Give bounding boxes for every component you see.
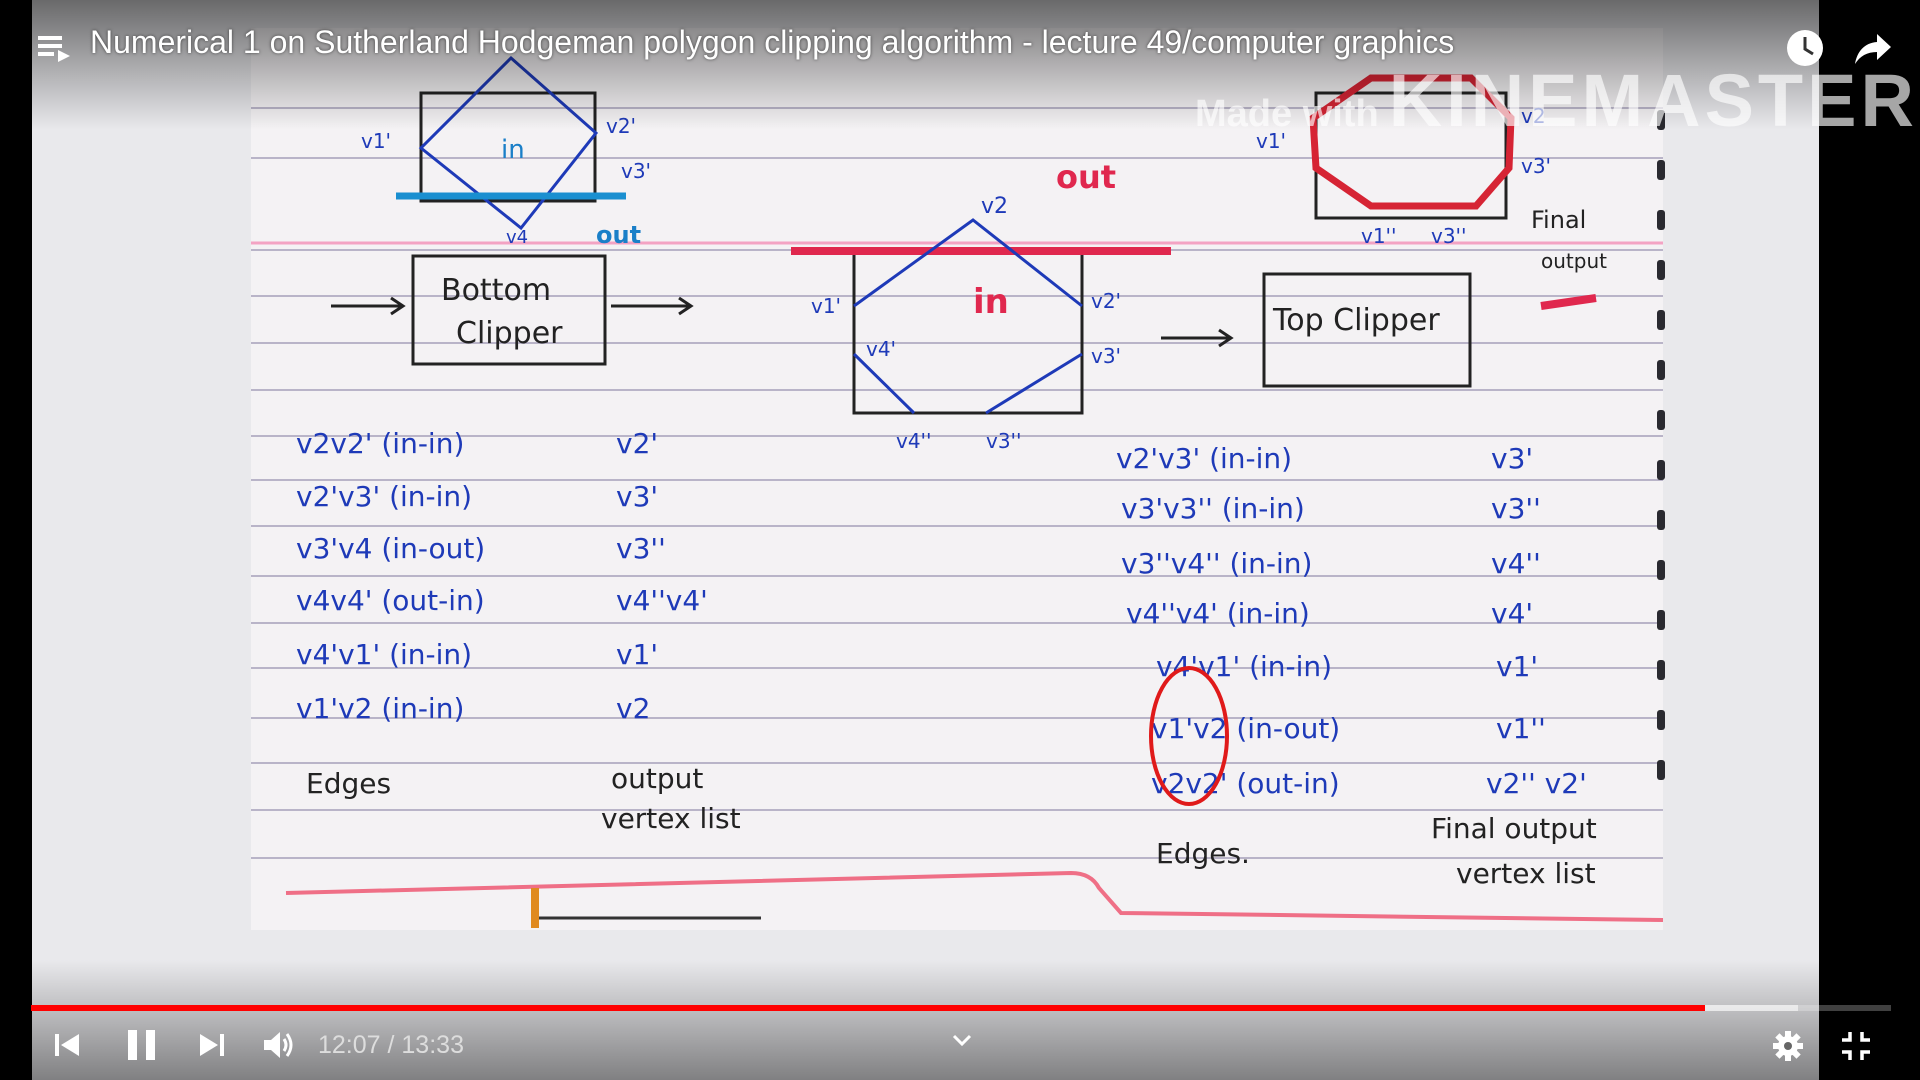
next-icon[interactable] xyxy=(197,1030,227,1060)
right-edge-table: v2'v3' (in-in) v3'v3'' (in-in) v3''v4'' … xyxy=(1116,442,1597,890)
left-vertexlist-label: vertex list xyxy=(601,802,741,835)
right-final-output-label: Final output xyxy=(1431,812,1597,845)
left-edge-row: v1'v2 (in-in) xyxy=(296,692,464,725)
left-v3-label: v3' xyxy=(621,159,651,183)
orange-mark xyxy=(531,888,539,928)
right-output-row: v4'' xyxy=(1491,547,1541,580)
right-v1-label: v1' xyxy=(1256,129,1286,153)
watermark-brand: KINEMASTER xyxy=(1388,59,1918,142)
top-clipper-label: Top Clipper xyxy=(1272,303,1440,338)
left-edge-row: v2v2' (in-in) xyxy=(296,427,464,460)
left-output-row: v4''v4' xyxy=(616,584,708,617)
middle-v4pp-label: v4'' xyxy=(896,429,932,453)
right-edge-row: v3''v4'' (in-in) xyxy=(1121,547,1312,580)
settings-icon[interactable] xyxy=(1772,1030,1804,1062)
right-edge-row: v2'v3' (in-in) xyxy=(1116,442,1292,475)
right-edge-row: v2v2' (out-in) xyxy=(1151,767,1340,800)
watermark-made-with: Made with xyxy=(1195,93,1379,135)
middle-v3pp-label: v3'' xyxy=(986,429,1022,453)
chevron-down-icon[interactable] xyxy=(950,1032,974,1048)
left-output-row: v2 xyxy=(616,692,650,725)
left-v2-label: v2' xyxy=(606,114,636,138)
right-output-row: v3' xyxy=(1491,442,1533,475)
watch-later-icon[interactable] xyxy=(1785,28,1825,68)
right-vb2-label: v3'' xyxy=(1431,224,1467,248)
right-edges-label: Edges. xyxy=(1156,837,1250,870)
right-output-row: v4' xyxy=(1491,597,1533,630)
bottom-clipper-line1: Bottom xyxy=(441,273,551,308)
left-output-row: v1' xyxy=(616,638,658,671)
middle-v4p-label: v4' xyxy=(866,337,896,361)
time-separator: / xyxy=(380,1031,402,1059)
right-edge-row: v1'v2 (in-out) xyxy=(1151,712,1340,745)
right-output-row: v2'' v2' xyxy=(1486,767,1587,800)
bottom-clipper-box: Bottom Clipper xyxy=(331,254,694,366)
left-edge-row: v3'v4 (in-out) xyxy=(296,532,485,565)
handwritten-notes: in out v1' v2' v3' v4 Bottom Clipper xyxy=(251,55,1663,928)
right-edge-row: v4'v1' (in-in) xyxy=(1156,650,1332,683)
right-output-label: output xyxy=(1541,249,1607,273)
time-display: 12:07 / 13:33 xyxy=(318,1031,464,1060)
right-vb1-label: v1'' xyxy=(1361,224,1397,248)
video-title[interactable]: Numerical 1 on Sutherland Hodgeman polyg… xyxy=(90,24,1455,60)
left-edge-row: v4'v1' (in-in) xyxy=(296,638,472,671)
middle-v2p-label: v2' xyxy=(1091,289,1121,313)
right-edge-row: v4''v4' (in-in) xyxy=(1126,597,1310,630)
video-frame[interactable]: in out v1' v2' v3' v4 Bottom Clipper xyxy=(32,0,1819,1080)
middle-out-label: out xyxy=(1056,158,1116,196)
pause-icon[interactable] xyxy=(125,1028,159,1062)
previous-icon[interactable] xyxy=(52,1030,82,1060)
current-time: 12:07 xyxy=(318,1031,381,1059)
left-output-label: output xyxy=(611,762,703,795)
ruled-lines xyxy=(251,107,1663,859)
middle-in-label: in xyxy=(973,282,1009,322)
playlist-icon[interactable] xyxy=(36,30,72,66)
right-final-label: Final xyxy=(1531,206,1586,234)
middle-v2-label: v2 xyxy=(981,194,1008,219)
right-v3-label: v3' xyxy=(1521,154,1551,178)
volume-icon[interactable] xyxy=(262,1029,298,1061)
left-v4-label: v4 xyxy=(506,227,528,248)
red-circle-highlight xyxy=(1149,666,1229,806)
right-output-row: v1'' xyxy=(1496,712,1546,745)
left-output-row: v3'' xyxy=(616,532,666,565)
left-in-label: in xyxy=(501,135,525,165)
middle-v1-label: v1' xyxy=(811,294,841,318)
top-clipper-box: Top Clipper xyxy=(1161,272,1472,388)
notebook-page: in out v1' v2' v3' v4 Bottom Clipper xyxy=(251,28,1663,930)
left-output-row: v3' xyxy=(616,480,658,513)
left-edges-label: Edges xyxy=(306,767,391,800)
pink-margin-curve xyxy=(285,870,1663,922)
middle-clipping-diagram: in out v2 v1' v2' v3' v4' v4'' v3'' xyxy=(791,158,1171,453)
right-edge-row: v3'v3'' (in-in) xyxy=(1121,492,1305,525)
left-clipping-diagram: in out v1' v2' v3' v4 xyxy=(361,55,651,249)
left-edge-row: v2'v3' (in-in) xyxy=(296,480,472,513)
left-out-label: out xyxy=(596,221,641,249)
total-time: 13:33 xyxy=(401,1031,464,1059)
exit-fullscreen-icon[interactable] xyxy=(1840,1030,1872,1062)
left-edge-table: v2v2' (in-in) v2'v3' (in-in) v3'v4 (in-o… xyxy=(296,427,741,835)
left-edge-row: v4v4' (out-in) xyxy=(296,584,485,617)
bottom-clipper-line2: Clipper xyxy=(456,316,563,351)
left-output-row: v2' xyxy=(616,427,658,460)
right-vertexlist-label: vertex list xyxy=(1456,857,1596,890)
progress-played xyxy=(31,1005,1705,1011)
progress-bar[interactable] xyxy=(31,1005,1891,1011)
share-icon[interactable] xyxy=(1853,28,1893,68)
binding-holes xyxy=(1657,110,1667,870)
middle-v3p-label: v3' xyxy=(1091,344,1121,368)
left-v1-label: v1' xyxy=(361,129,391,153)
right-output-row: v3'' xyxy=(1491,492,1541,525)
right-output-row: v1' xyxy=(1496,650,1538,683)
